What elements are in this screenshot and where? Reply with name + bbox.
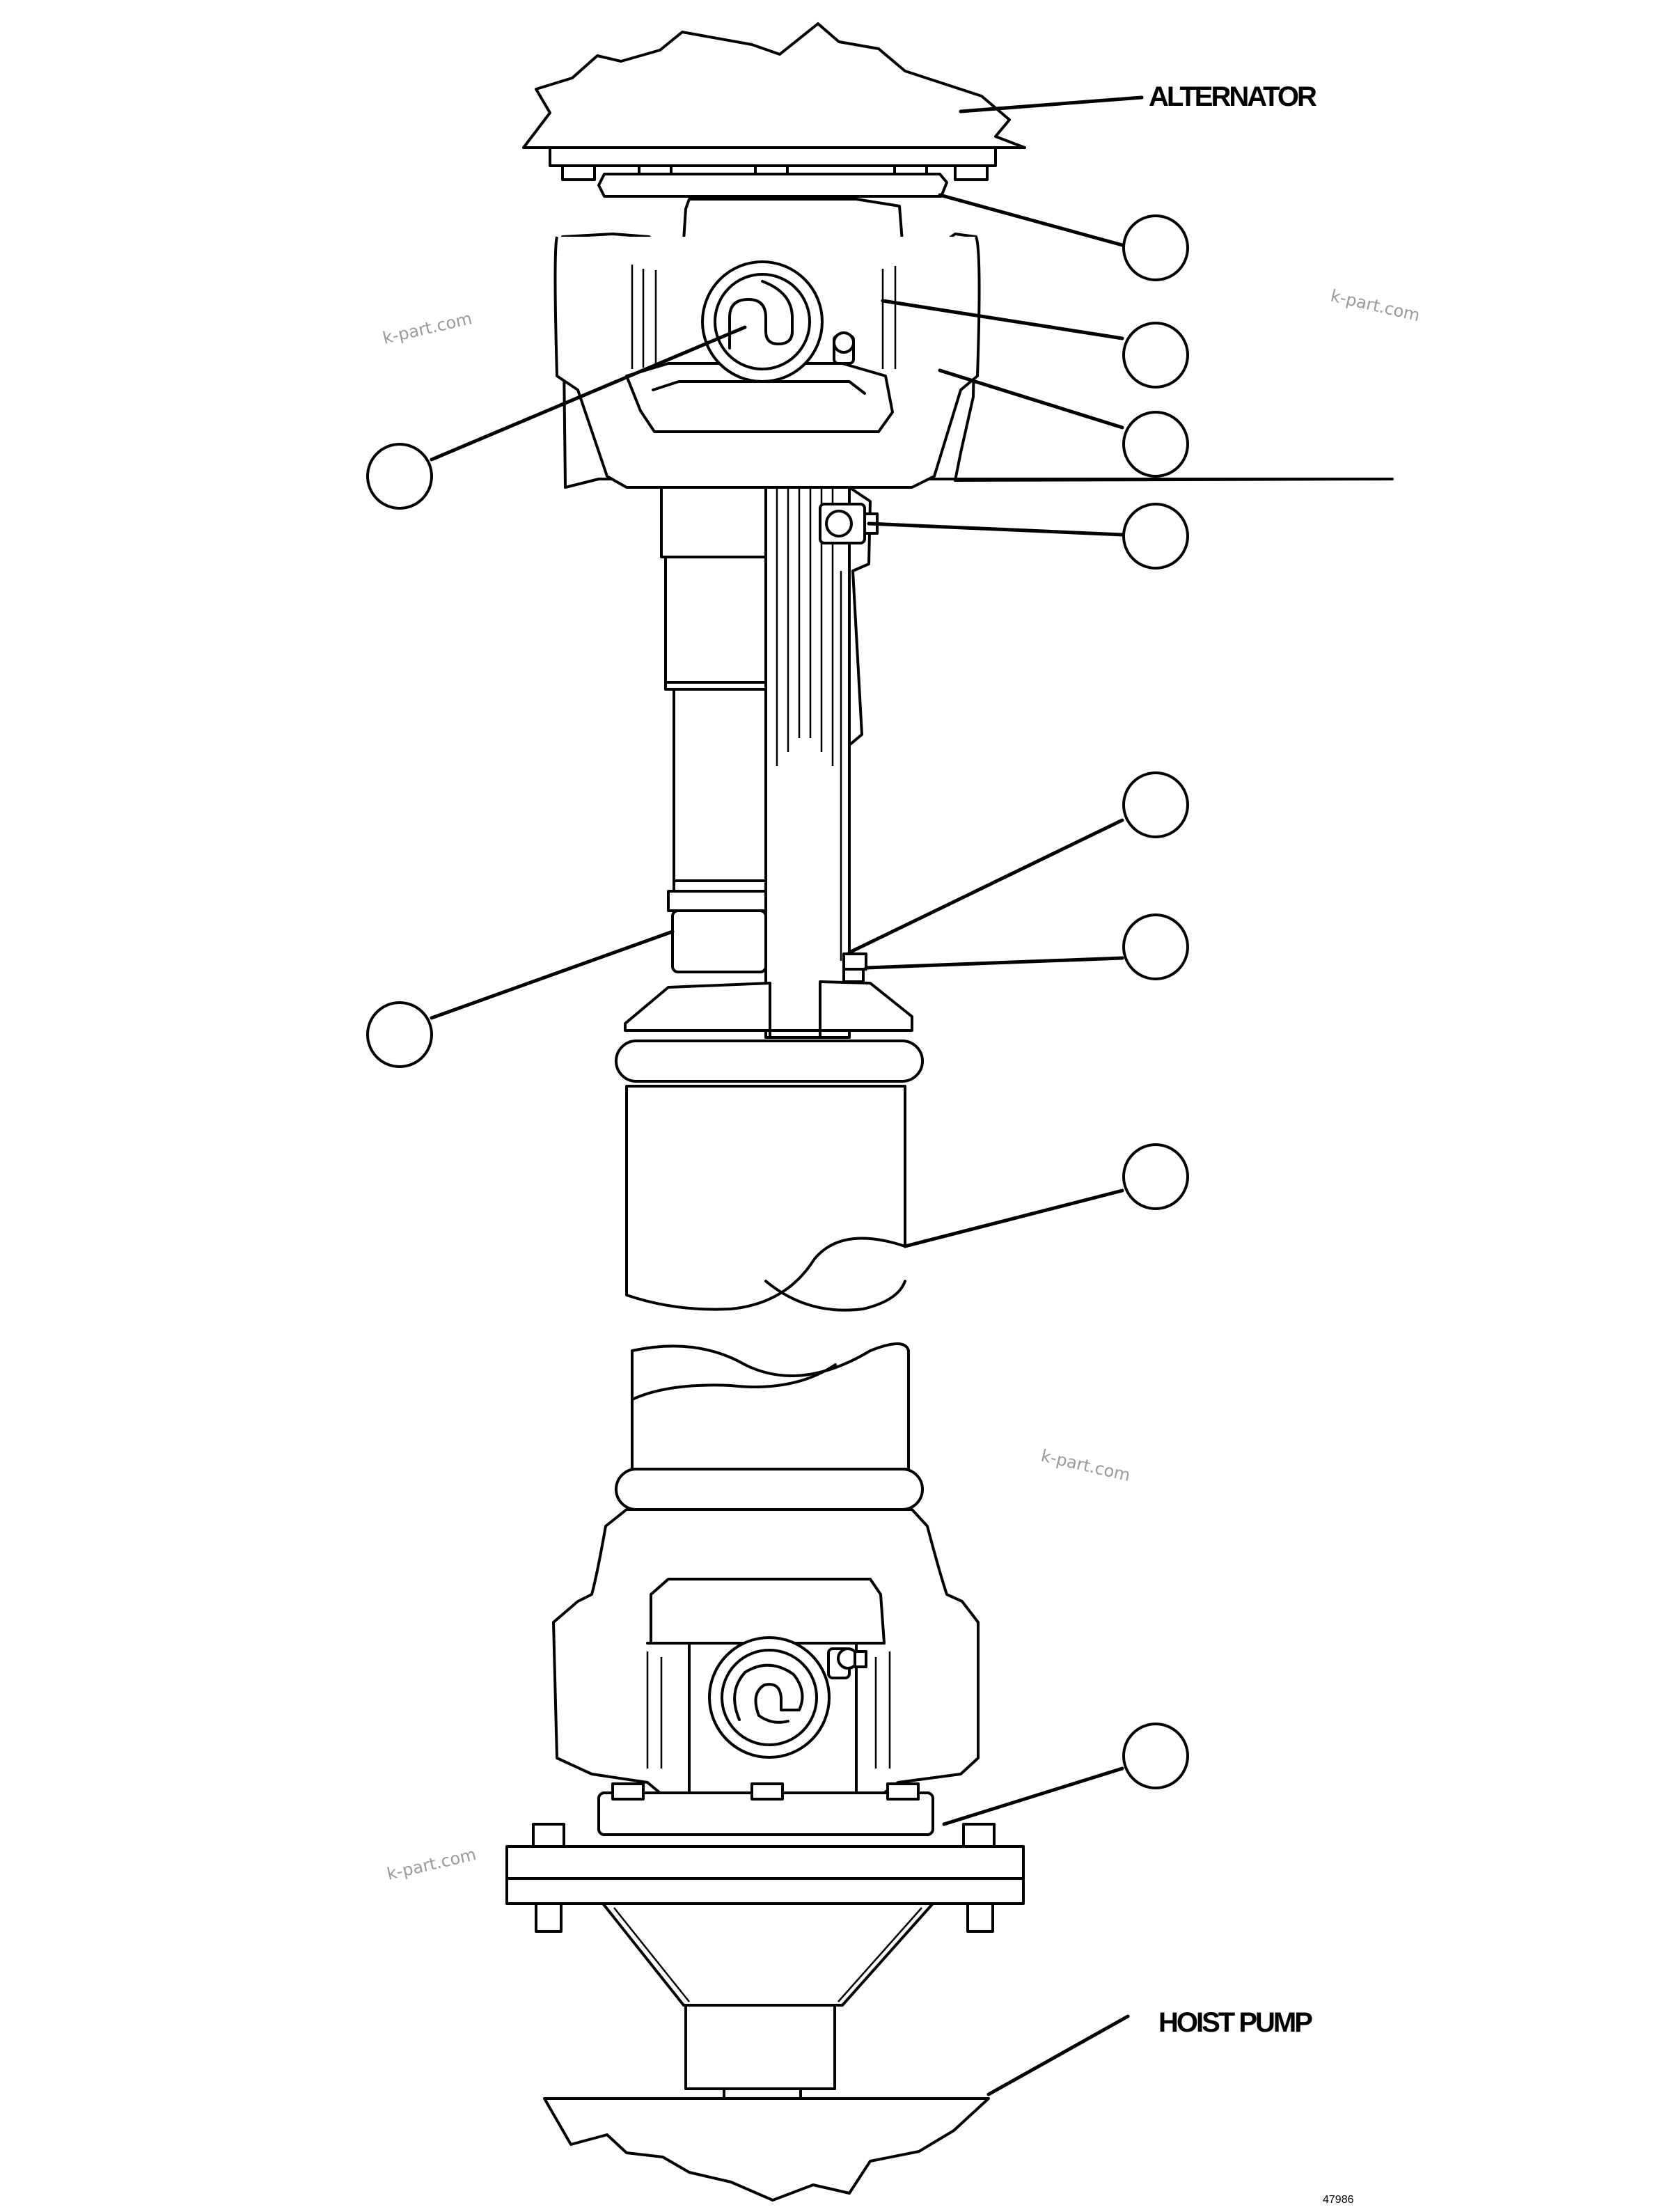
lower-tube — [615, 1342, 924, 1511]
hoist-pump-label: HOIST PUMP — [1158, 2007, 1312, 2038]
upper-flange-yoke — [553, 173, 1394, 489]
callout-circle-3 — [1122, 411, 1189, 478]
watermark: k-part.com — [1039, 1446, 1133, 1486]
watermark: k-part.com — [385, 1844, 478, 1884]
lower-yoke — [552, 1508, 980, 1794]
lower-flange — [505, 1782, 1025, 2007]
watermark: k-part.com — [381, 308, 474, 348]
hoist-pump-housing — [543, 2004, 990, 2202]
slip-yoke-tube — [660, 486, 767, 973]
callout-circle-10 — [1122, 1723, 1189, 1789]
callout-circle-7 — [1122, 913, 1189, 980]
alternator-label: ALTERNATOR — [1149, 81, 1317, 112]
callout-circle-6 — [1122, 771, 1189, 838]
upper-tube — [615, 980, 924, 1312]
callouts — [366, 214, 1189, 1789]
watermark: k-part.com — [1329, 286, 1422, 326]
callout-circle-1 — [1122, 214, 1189, 281]
leader-lines — [430, 95, 1144, 2096]
callout-circle-8 — [366, 1001, 433, 1068]
callout-circle-2 — [1122, 322, 1189, 389]
callout-circle-5 — [366, 443, 433, 510]
alternator-housing — [522, 22, 1026, 181]
splined-shaft — [764, 486, 879, 1039]
callout-circle-4 — [1122, 503, 1189, 570]
callout-circle-9 — [1122, 1143, 1189, 1210]
figure-number: 47986 — [1323, 2194, 1354, 2206]
